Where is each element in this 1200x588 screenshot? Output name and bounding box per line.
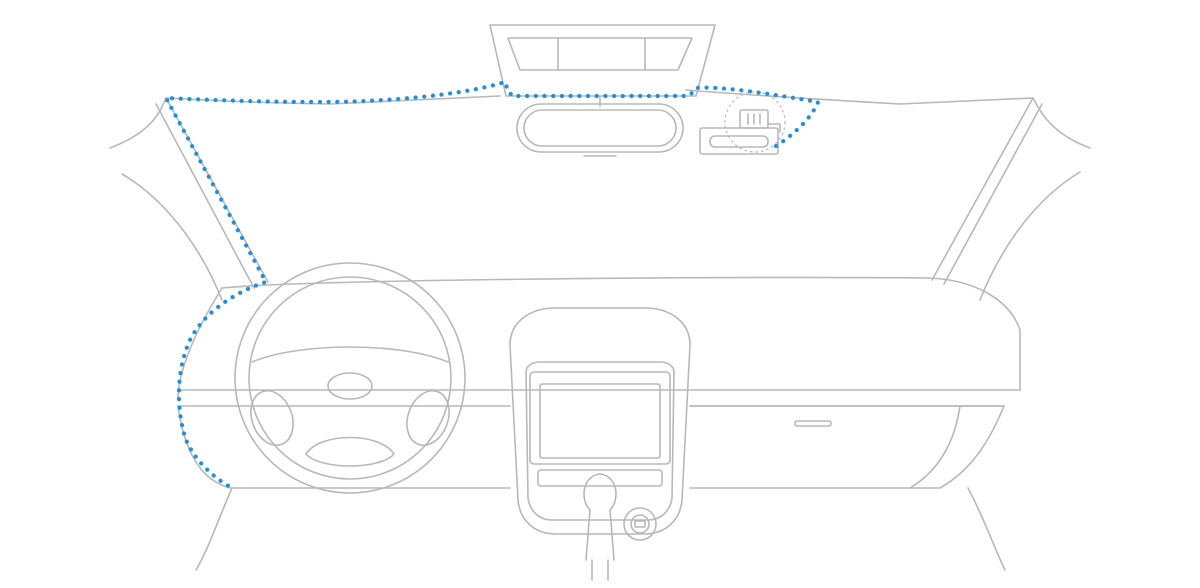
dashboard-left-edge [177,287,223,401]
mirror-inner [523,109,677,147]
dashcam-body [699,127,779,155]
glovebox-handle [794,420,832,427]
right-a-pillar-inner-2 [943,103,1043,285]
steering-wheel-upper-spoke [251,346,449,363]
left-a-pillar-outer [109,97,167,149]
right-kick-panel [967,487,1006,571]
glovebox [689,405,1005,489]
infotainment-frame [529,371,671,465]
steering-wheel-inner [248,276,452,480]
overhead-console-outer [489,24,716,97]
dashboard [177,276,1021,571]
steering-wheel-right-spoke [406,390,450,446]
dashcam-mount [739,109,769,129]
gear-lever [583,473,617,561]
overhead-console [489,24,716,97]
left-door-frame [121,173,223,301]
right-door-frame [979,171,1081,301]
power-socket-inner [630,514,650,534]
cable-route [163,79,821,491]
cable-route-path [163,79,821,491]
steering-wheel [234,262,466,494]
gear-lever-stem [591,559,609,581]
center-console-inner [525,361,675,521]
power-socket-slot [634,520,646,528]
left-a-pillar-inner-2 [155,103,255,289]
right-a-pillar-inner [931,97,1034,281]
right-a-pillar-outer [1032,97,1091,149]
rearview-mirror [516,95,684,157]
steering-wheel-lower-hub [305,436,395,467]
lower-dash-left [177,405,511,489]
center-console-outer [509,307,691,535]
steering-wheel-outer [234,262,466,494]
climate-control-strip [537,469,663,487]
left-kick-panel [195,487,233,571]
dashcam-plug [767,123,781,133]
steering-wheel-left-spoke [250,390,294,446]
dashcam-lens-slot [709,135,769,148]
overhead-console-inner [507,37,693,71]
dashcam-device [699,91,786,155]
power-socket-outer [623,507,657,541]
center-console [509,307,691,581]
glovebox-inner-curve [909,405,961,489]
dashboard-top [221,276,1021,391]
infotainment-screen [539,383,661,459]
steering-wheel-horn [327,372,373,400]
mirror-body [516,103,684,153]
dashcam-mount-highlight [724,91,786,153]
